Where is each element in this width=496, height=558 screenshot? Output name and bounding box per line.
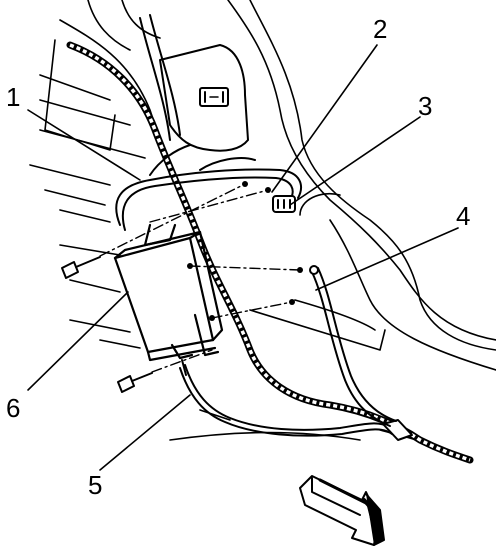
callout-6: 6 [6,393,20,423]
callout-4: 4 [456,201,470,231]
right-side-lead [309,265,397,427]
bolt-lower [117,372,153,393]
leader-lines [27,44,459,471]
main-wiring-harness [66,41,474,464]
body-panel-lines [29,0,496,461]
wiring-connector [272,195,296,213]
vehicle-front-arrow-icon [299,475,385,546]
callout-3: 3 [418,91,432,121]
upper-bracket [159,44,249,152]
ground-lead [179,359,413,441]
bolt-upper [61,256,101,279]
callout-1: 1 [6,82,20,112]
upper-harness-loop [115,14,302,231]
callout-5: 5 [88,470,102,500]
control-module [113,223,224,362]
callout-2: 2 [373,14,387,44]
alignment-lines [99,183,301,373]
